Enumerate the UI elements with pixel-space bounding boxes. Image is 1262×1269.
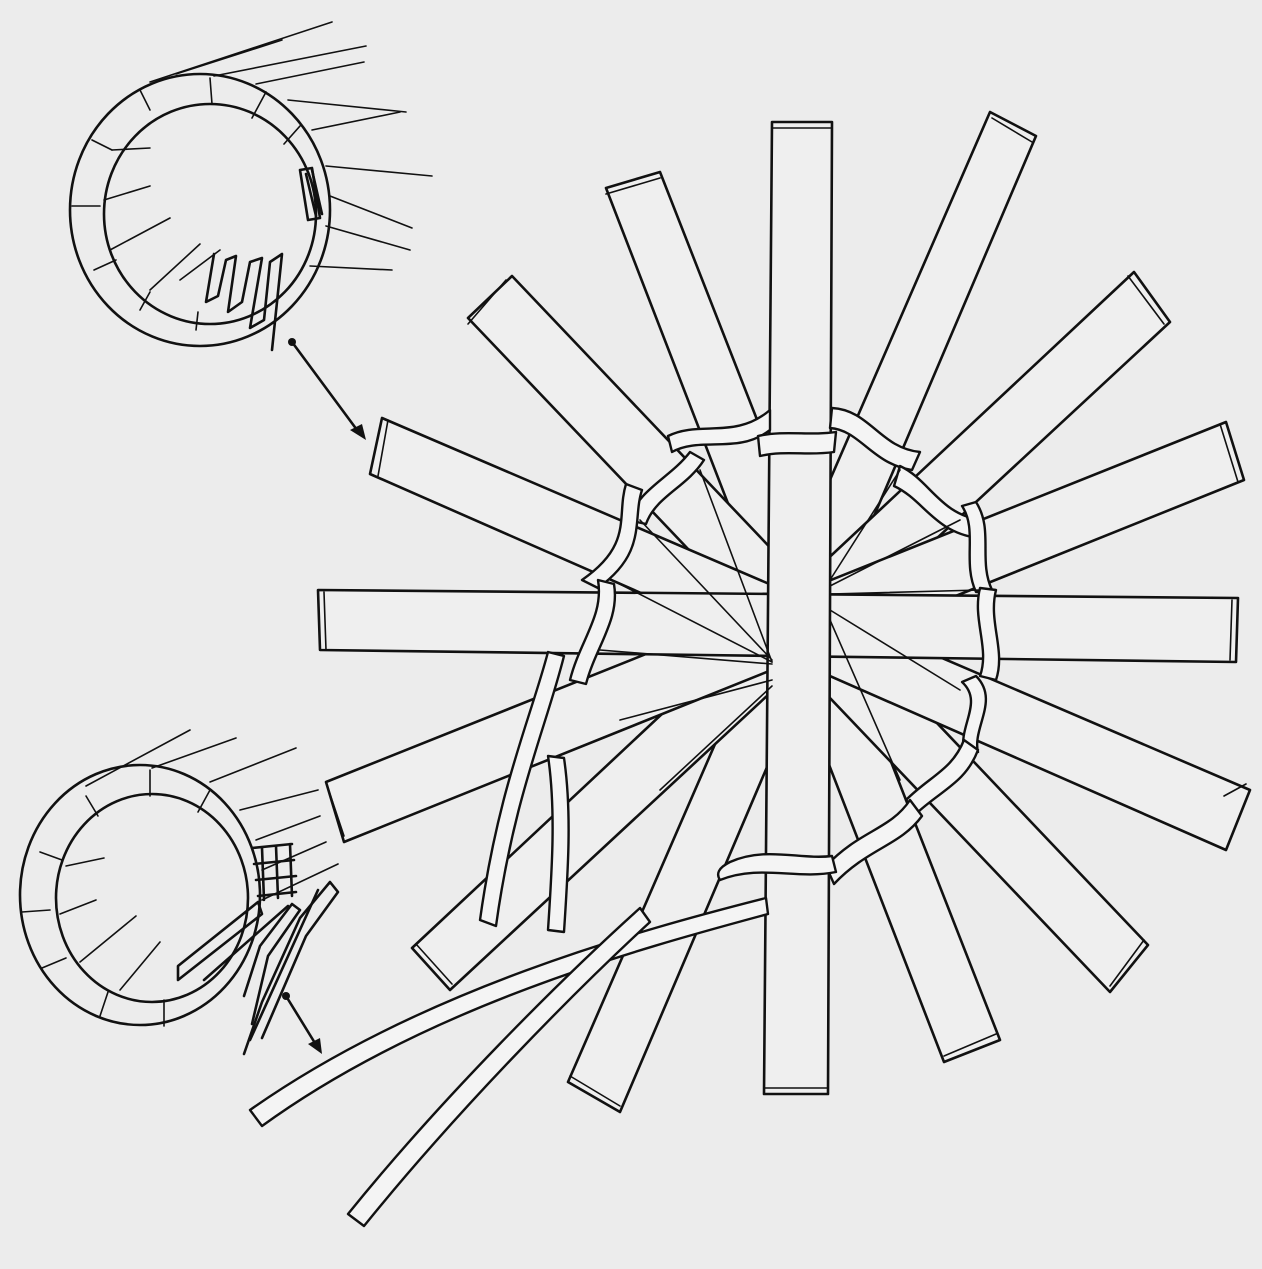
- inset-top-pointer-line: [292, 342, 360, 434]
- radiating-spokes: [318, 112, 1250, 1112]
- inset-bottom-inner-rim: [56, 794, 248, 1002]
- detail-inset-bottom: [20, 730, 338, 1054]
- inset-bottom-inner-hatch: [60, 858, 160, 990]
- inset-top-stake-lines: [150, 22, 432, 270]
- inset-top-outer-rim: [70, 74, 330, 346]
- inset-top-inner-hatch: [104, 148, 220, 290]
- detail-inset-top: [70, 22, 432, 440]
- inset-bottom-stake-lines: [86, 730, 338, 900]
- inset-top-arrowhead: [350, 424, 366, 440]
- inset-bottom-arrowhead: [308, 1038, 322, 1054]
- inset-bottom-pointer-line: [286, 996, 318, 1048]
- spoke-vertical: [764, 122, 832, 1094]
- weaver-segment-top-center: [758, 432, 836, 456]
- inset-top-inner-rim: [104, 104, 316, 324]
- inset-bottom-step-cut: [178, 882, 338, 1054]
